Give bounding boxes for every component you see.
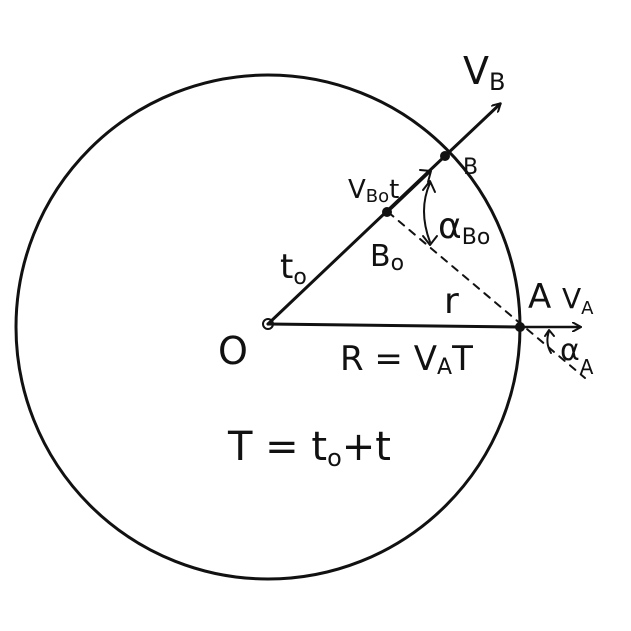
label-vel-b0-t: VBot <box>348 175 399 207</box>
point-b0 <box>382 207 392 217</box>
point-a <box>515 322 525 332</box>
radius-oa-line <box>266 322 522 329</box>
label-point-b0: Bo <box>370 239 404 276</box>
velocity-b0-t-arrow <box>389 171 431 211</box>
label-point-a: A <box>528 277 551 317</box>
label-vel-b: VB <box>463 49 505 96</box>
angle-alpha-b0-arrow-top <box>422 180 436 193</box>
dashed-line-r <box>387 211 586 379</box>
label-alpha-b0: αBo <box>438 206 490 250</box>
angle-alpha-b0-arc <box>423 182 431 243</box>
point-b <box>440 151 450 161</box>
label-alpha-a: αA <box>560 333 594 379</box>
velocity-b0-t-arrowhead <box>419 169 432 183</box>
label-time-eq: T = to+t <box>227 424 391 472</box>
line-ob <box>266 154 447 326</box>
label-origin: O <box>218 329 248 373</box>
label-radius-eq: R = VAT <box>340 339 473 380</box>
label-t0: to <box>280 247 307 290</box>
angle-alpha-a-arrow <box>544 329 555 337</box>
label-point-b: B <box>463 155 478 180</box>
velocity-b-arrow <box>443 104 500 158</box>
angle-alpha-b0-arrow-bottom <box>422 235 438 246</box>
label-radius-r: r <box>444 281 459 322</box>
origin-point <box>262 318 274 330</box>
angle-alpha-a-arc <box>546 330 552 354</box>
label-vel-a: VA <box>562 282 594 319</box>
